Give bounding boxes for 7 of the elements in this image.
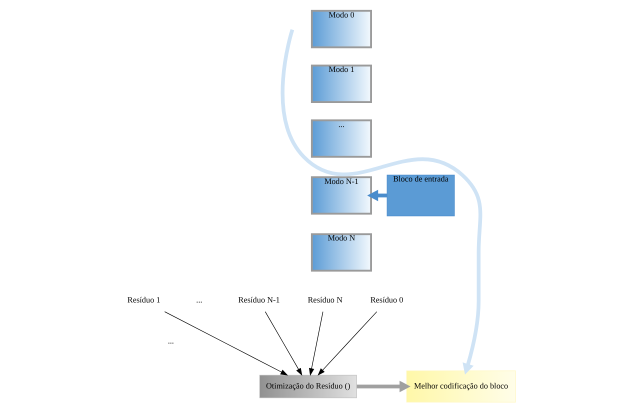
arrow <box>164 311 288 376</box>
arrow <box>309 311 324 376</box>
arrow <box>280 29 482 375</box>
arrow <box>264 311 302 376</box>
arrow <box>367 190 388 202</box>
arrow <box>318 311 378 376</box>
arrow <box>356 380 411 392</box>
